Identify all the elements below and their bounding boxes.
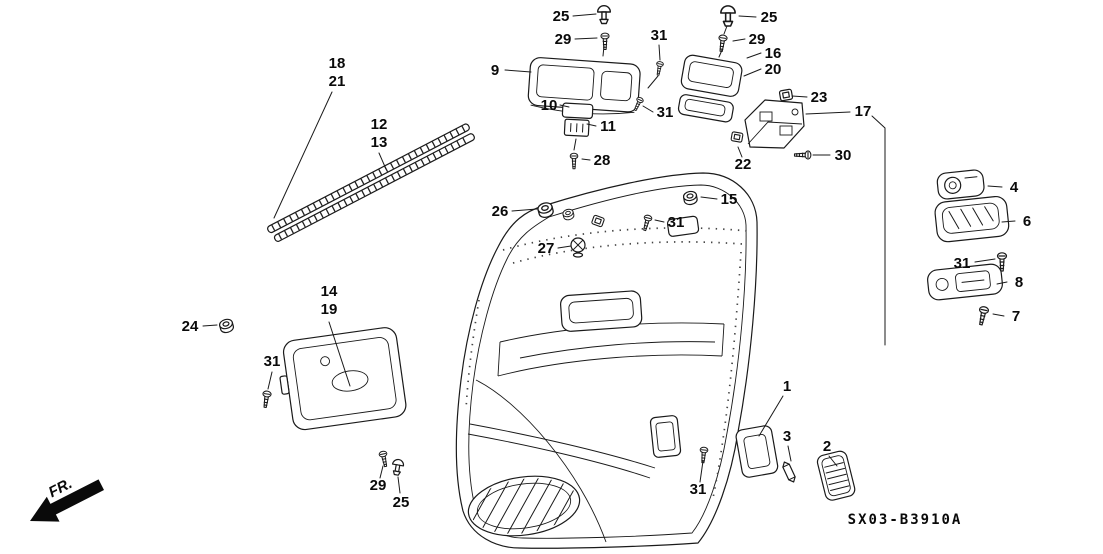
pull-pocket (560, 290, 643, 332)
door-handle-cup (934, 195, 1010, 243)
screw (716, 34, 728, 53)
callout-7: 7 (1012, 308, 1020, 325)
screw (793, 150, 812, 160)
callout-25: 25 (761, 9, 778, 26)
callout-6: 6 (1023, 213, 1031, 230)
callout-12: 12 (371, 116, 388, 133)
callout-17: 17 (855, 103, 872, 120)
lamp-opening (649, 415, 682, 458)
callout-10: 10 (541, 97, 558, 114)
callout-3: 3 (783, 428, 791, 445)
handle-case (927, 263, 1003, 301)
lamp-lens (816, 450, 856, 501)
door-weatherstrip (267, 123, 475, 242)
screw (600, 32, 610, 51)
callout-18: 18 (329, 55, 346, 72)
callout-25: 25 (553, 8, 570, 25)
screw (975, 305, 990, 327)
callout-1: 1 (783, 378, 791, 395)
lock-knob-bezel (936, 169, 985, 200)
push-clip (390, 458, 405, 477)
grommet (217, 317, 236, 335)
callout-11: 11 (600, 118, 616, 135)
screw-grommet (570, 237, 586, 258)
callout-31: 31 (954, 255, 971, 272)
callout-20: 20 (765, 61, 782, 78)
callout-29: 29 (555, 31, 572, 48)
clip (778, 88, 794, 102)
callout-27: 27 (538, 240, 555, 257)
callout-29: 29 (749, 31, 766, 48)
leader-lines (202, 13, 1016, 494)
mounting-bracket (744, 99, 805, 149)
push-clip (596, 4, 612, 25)
callout-15: 15 (721, 191, 738, 208)
screw (378, 450, 390, 468)
callout-31: 31 (657, 104, 674, 121)
callout-31: 31 (264, 353, 281, 370)
screw (654, 60, 665, 77)
callout-9: 9 (491, 62, 499, 79)
switch-opening (666, 215, 700, 237)
callout-19: 19 (321, 301, 338, 318)
diagram-code: SX03-B3910A (848, 512, 963, 528)
callout-29: 29 (370, 477, 387, 494)
courtesy-lamp-housing (735, 425, 779, 478)
callout-13: 13 (371, 134, 388, 151)
screw (569, 152, 579, 170)
screw (260, 390, 272, 409)
callout-2: 2 (823, 438, 831, 455)
callout-14: 14 (321, 283, 338, 300)
callout-31: 31 (690, 481, 707, 498)
power-window-switch (561, 102, 594, 137)
callout-31: 31 (668, 214, 685, 231)
speaker-lid (279, 327, 407, 431)
clip (730, 131, 744, 143)
push-cap (720, 5, 736, 27)
callout-28: 28 (594, 152, 611, 169)
callout-16: 16 (765, 45, 782, 62)
door-grip-bezel (677, 54, 743, 123)
callout-26: 26 (492, 203, 509, 220)
callout-4: 4 (1010, 179, 1019, 196)
callout-21: 21 (329, 73, 346, 90)
callout-25: 25 (393, 494, 410, 511)
callout-22: 22 (735, 156, 752, 173)
callout-8: 8 (1015, 274, 1023, 291)
festoon-bulb (782, 461, 796, 483)
callout-23: 23 (811, 89, 828, 106)
callout-31: 31 (651, 27, 668, 44)
callout-24: 24 (182, 318, 199, 335)
fr-direction-arrow: FR. (30, 475, 105, 522)
callout-30: 30 (835, 147, 852, 164)
door-trim-panel (455, 172, 758, 549)
